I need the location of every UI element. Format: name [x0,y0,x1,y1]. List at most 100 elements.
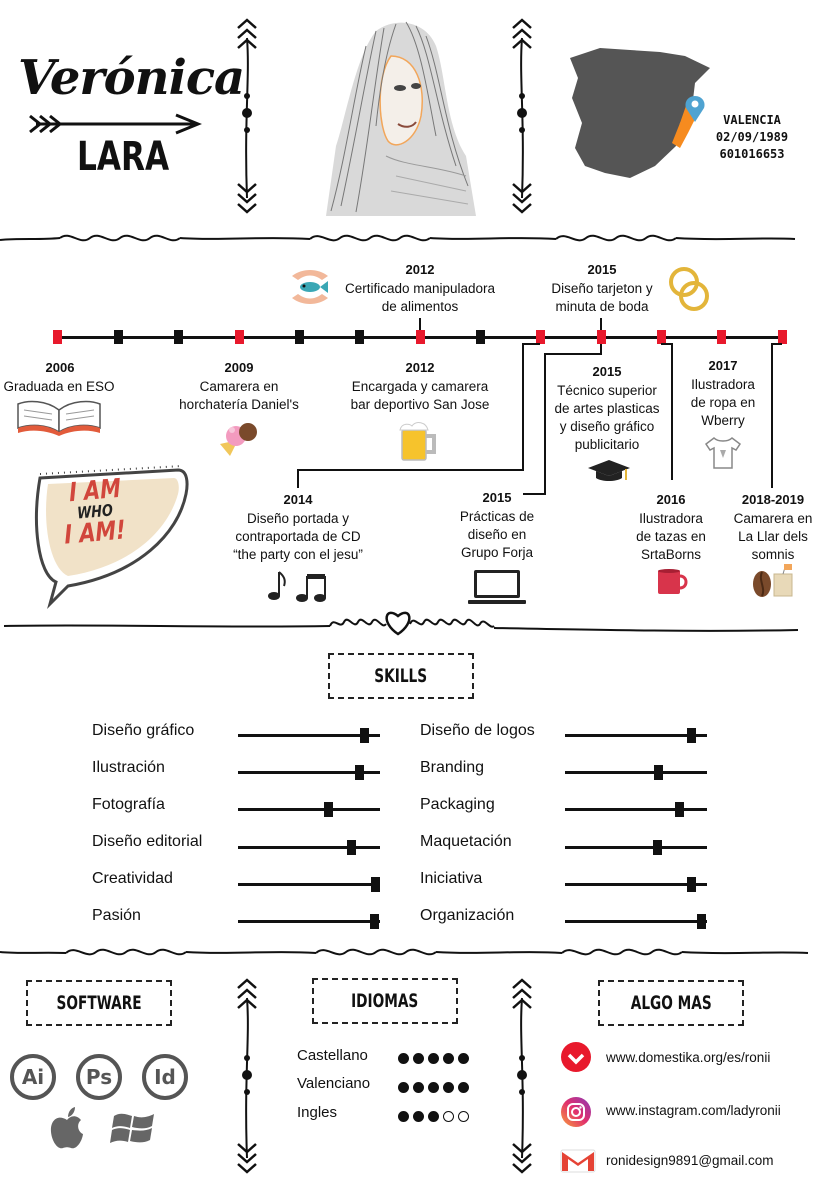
skill-level-handle [359,728,369,743]
language-level-dots [398,1051,473,1069]
level-dot-filled [443,1053,454,1064]
skill-label: Diseño editorial [92,833,203,850]
skill-track [238,765,380,781]
skill-track [565,876,707,892]
level-dot-filled [398,1082,409,1093]
event-description: Prácticas de diseño en Grupo Forja [459,509,535,560]
heart-divider [3,611,799,636]
email-link[interactable]: ronidesign9891@gmail.com [606,1153,774,1168]
skills-title: SKILLS [374,665,428,687]
level-dot-filled [428,1053,439,1064]
event-year: 2012 [405,262,435,277]
skill-level-handle [686,876,696,892]
level-dot-filled [458,1053,469,1064]
event-year: 2017 [708,358,738,373]
wedding-rings-icon [669,267,709,311]
level-dot-filled [398,1111,409,1122]
software-title: SOFTWARE [56,992,142,1014]
vertical-arrow-decoration [512,18,532,214]
timeline-connectors [297,318,782,495]
event-year: 2018-2019 [741,492,805,507]
ornament-divider [0,234,796,242]
timeline-marker [416,330,425,344]
skill-track [238,839,380,855]
first-name: Verónica [18,50,245,106]
event-description: Diseño tarjeton y minuta de boda [551,281,653,314]
skill-level-handle [371,876,380,892]
event-year: 2009 [224,360,254,375]
level-dot-filled [398,1053,409,1064]
level-dot-empty [458,1111,469,1122]
skill-label: Diseño de logos [420,722,535,739]
beer-mug-icon [399,422,436,461]
event-description: Ilustradora de ropa en Wberry [690,377,756,428]
level-dot-filled [443,1082,454,1093]
skill-track [565,802,707,818]
event-description: Graduada en ESO [3,379,115,394]
event-description: Certificado manipuladora de alimentos [344,281,496,314]
vertical-arrow-decoration [512,978,532,1174]
i-am-who-i-am-badge [35,465,189,610]
phone: 601016653 [719,147,785,161]
coffee-tea-icon [753,564,793,597]
language-name: Valenciano [297,1075,371,1092]
software-title-box: SOFTWARE [26,980,172,1026]
apple-icon [50,1107,83,1149]
contact-info: VALENCIA 02/09/1989 601016653 [712,112,792,163]
idiomas-title: IDIOMAS [351,990,419,1012]
skill-label: Diseño gráfico [92,722,195,739]
language-level-dots [398,1080,473,1098]
birthdate: 02/09/1989 [715,130,789,144]
event-description: Encargada y camarera bar deportivo San J… [350,379,490,412]
skill-label: Pasión [92,907,141,924]
skill-label: Ilustración [92,759,165,776]
level-dot-filled [413,1111,424,1122]
domestika-icon [561,1042,591,1072]
level-dot-filled [413,1053,424,1064]
language-name: Castellano [297,1047,368,1064]
skill-level-handle [324,802,334,818]
computer-monitor-icon [468,570,526,604]
photoshop-icon: Ps [76,1054,122,1100]
language-level-dots [398,1109,473,1127]
skill-track [238,876,380,892]
timeline-marker [53,330,62,344]
skill-level-handle [346,839,356,855]
event-year: 2012 [405,360,435,375]
portrait-illustration [296,16,480,216]
instagram-link[interactable]: www.instagram.com/ladyronii [606,1103,781,1118]
skills-title-box: SKILLS [328,653,474,699]
skill-level-handle [696,914,706,929]
timeline-marker [778,330,787,344]
mug-icon [658,569,688,594]
ice-cream-icon [220,423,257,456]
gmail-icon [560,1149,596,1173]
skill-label: Creatividad [92,870,173,887]
event-description: Técnico superior de artes plasticas y di… [554,383,660,452]
event-year: 2006 [45,360,75,375]
spain-map [570,48,710,178]
ornament-divider [0,948,809,956]
skill-label: Branding [420,759,485,776]
skill-label: Organización [420,907,515,924]
event-description: Camarera en horchatería Daniel's [179,379,299,412]
skill-track [565,839,707,855]
skill-track [238,728,380,743]
algo-mas-title-box: ALGO MAS [598,980,744,1026]
skill-level-handle [652,839,662,855]
level-dot-filled [458,1082,469,1093]
skill-level-handle [653,765,663,781]
skill-track [565,728,707,743]
instagram-icon [561,1097,591,1127]
timeline-marker [295,330,304,344]
domestika-link[interactable]: www.domestika.org/es/ronii [606,1050,771,1065]
event-year: 2015 [482,490,512,505]
skill-track [238,914,380,929]
event-year: 2014 [283,492,313,507]
level-dot-filled [428,1082,439,1093]
indesign-icon: Id [142,1054,188,1100]
music-notes-icon [268,571,326,602]
windows-icon [110,1113,154,1143]
event-description: Camarera en La Llar dels somnis [733,511,813,562]
skill-level-handle [686,728,696,743]
